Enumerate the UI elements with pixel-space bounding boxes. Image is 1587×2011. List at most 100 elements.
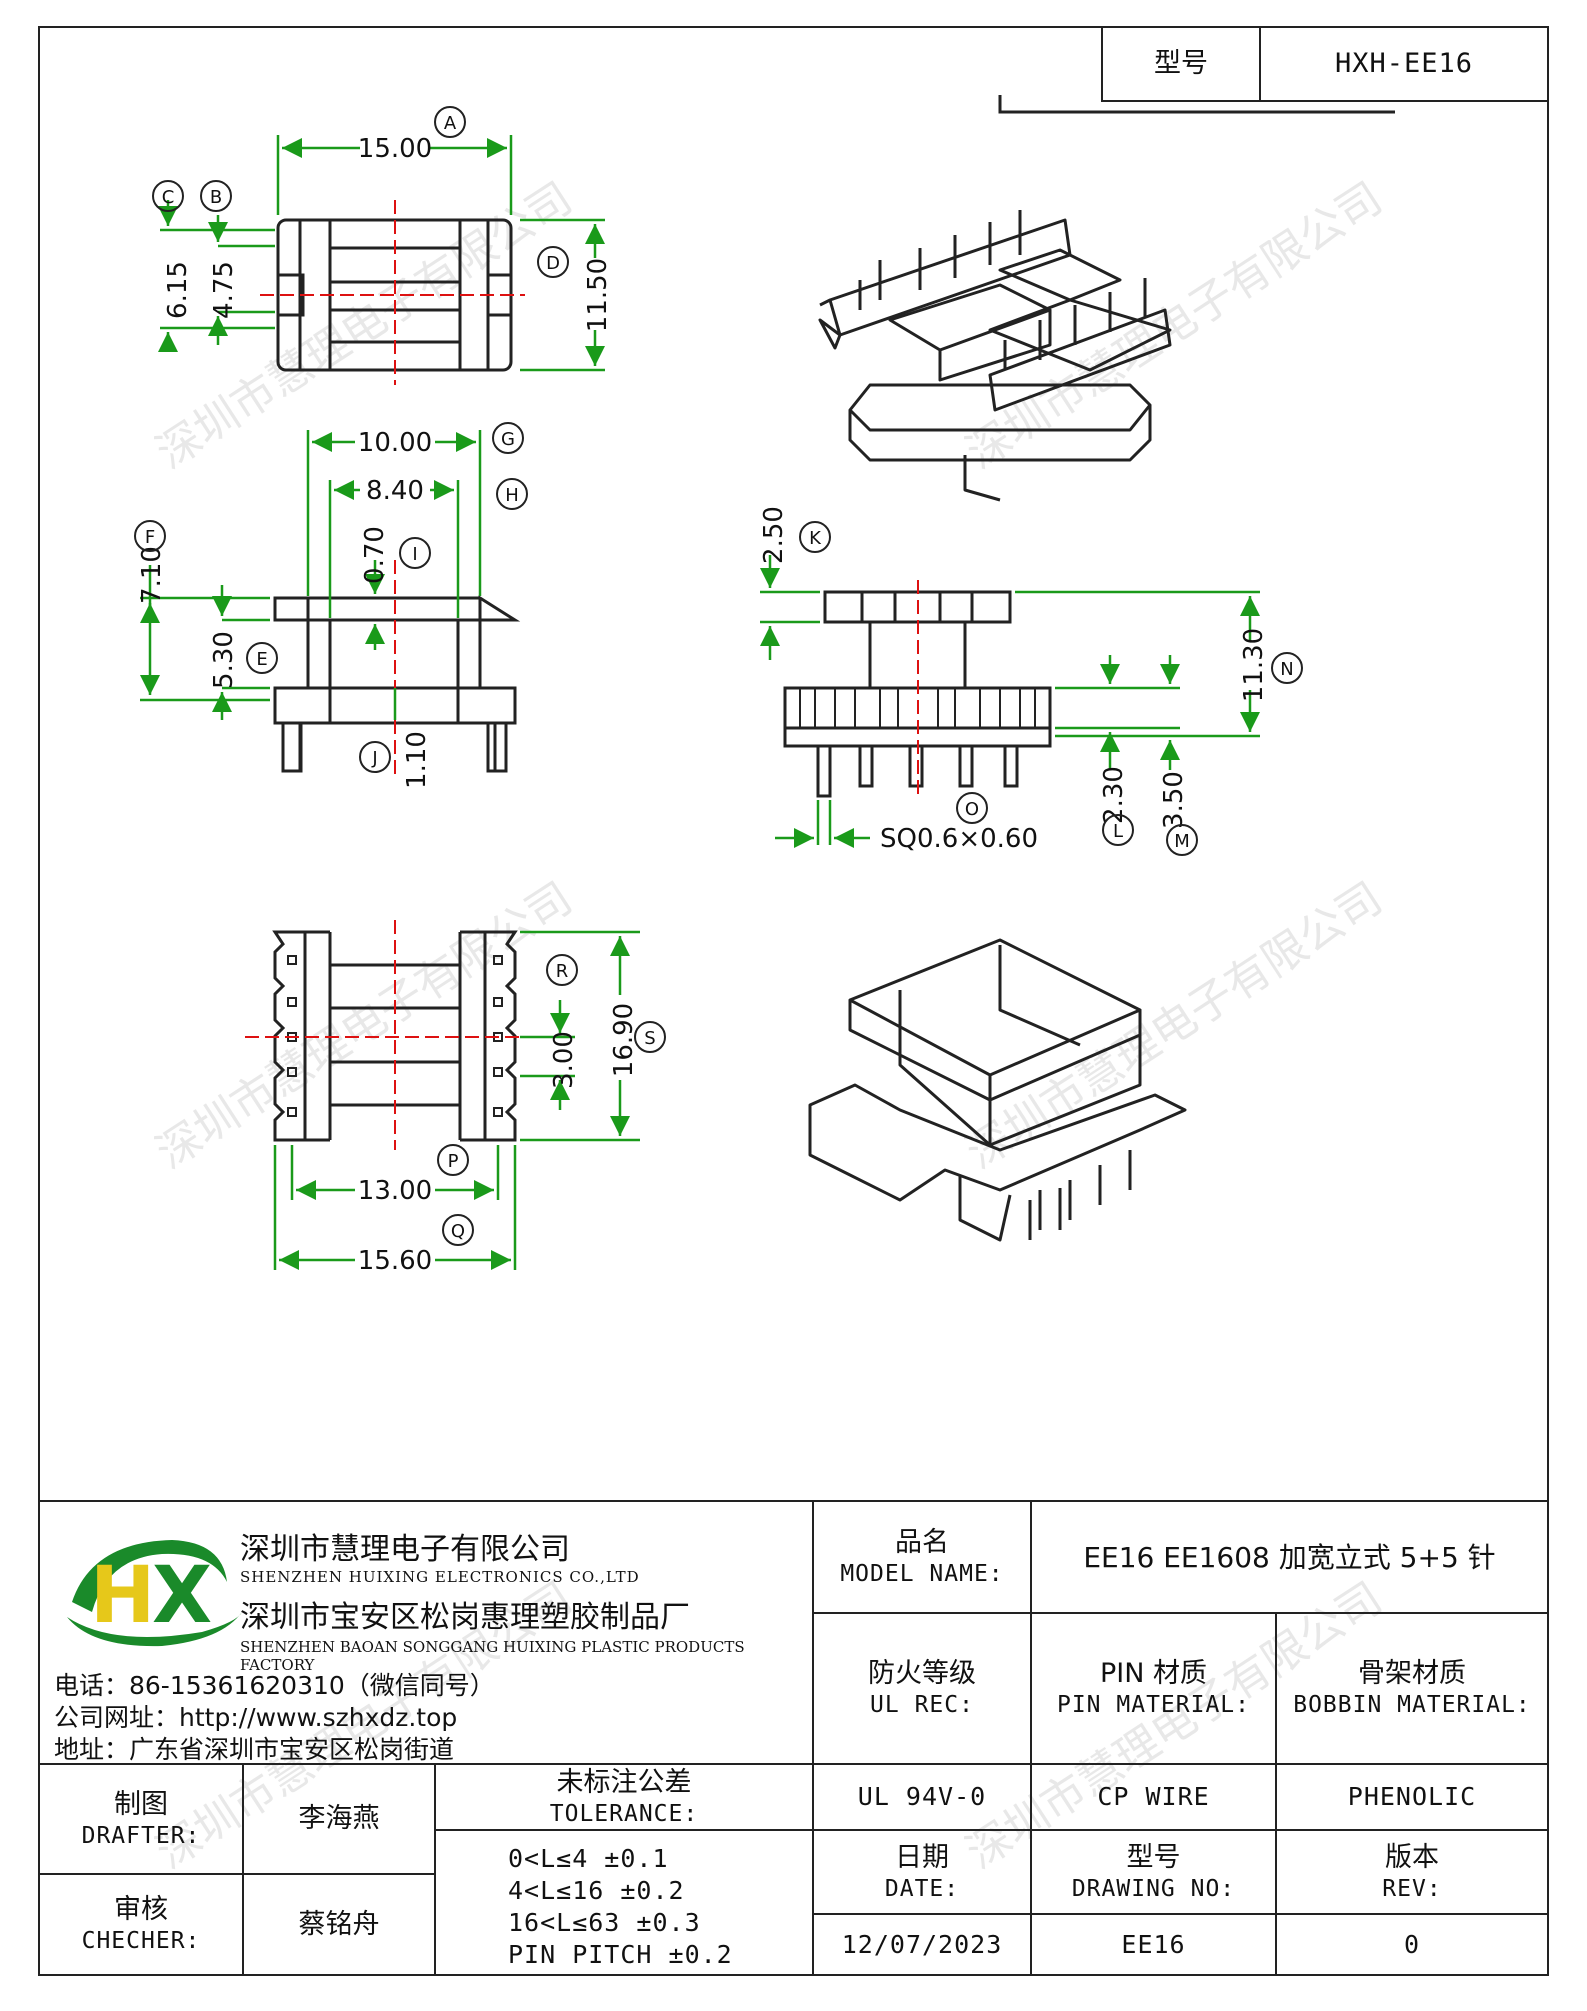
rev-label-cell: 版本 REV: — [1275, 1829, 1549, 1915]
drawing-no-value: EE16 — [1121, 1929, 1186, 1959]
bobbin-label-en: BOBBIN MATERIAL: — [1293, 1692, 1531, 1718]
tolerance-value: 0<L≤4 ±0.1 — [508, 1844, 669, 1873]
ref-i: I — [412, 544, 417, 565]
bobbin-label-cell: 骨架材质 BOBBIN MATERIAL: — [1275, 1612, 1549, 1765]
dim-l: 2.30 — [1099, 766, 1129, 824]
ref-d: D — [546, 253, 560, 274]
rev-label-en: REV: — [1382, 1875, 1442, 1902]
isometric-view-bottom — [808, 938, 1187, 1242]
date-value: 12/07/2023 — [841, 1929, 1003, 1959]
tolerance-value: 16<L≤63 ±0.3 — [508, 1908, 701, 1937]
pin-value-cell: CP WIRE — [1030, 1763, 1277, 1831]
company-address: 地址：广东省深圳市宝安区松岗街道 — [54, 1735, 455, 1764]
svg-text:X: X — [152, 1551, 212, 1641]
drafter-name: 李海燕 — [298, 1803, 380, 1835]
ref-q: Q — [451, 1221, 465, 1242]
dim-p: 13.00 — [358, 1176, 432, 1206]
tolerance-value: PIN PITCH ±0.2 — [508, 1940, 733, 1969]
ref-f: F — [145, 527, 155, 548]
company-name-cn: 深圳市慧理电子有限公司 — [240, 1532, 570, 1567]
pin-label-cn: PIN 材质 — [1099, 1658, 1208, 1690]
dim-h: 8.40 — [366, 476, 424, 506]
date-label-cell: 日期 DATE: — [812, 1829, 1032, 1915]
company-name-en: SHENZHEN HUIXING ELECTRONICS CO.,LTD — [240, 1568, 640, 1586]
company-logo-icon: H X — [67, 1540, 242, 1647]
dim-j: 1.10 — [402, 731, 432, 789]
dim-r: 3.00 — [549, 1031, 579, 1089]
company-website: 公司网址：http://www.szhxdz.top — [54, 1703, 458, 1732]
technical-drawing: 15.00 11.50 6.15 4.75 A C B D — [134, 95, 1395, 1276]
dim-d: 11.50 — [583, 258, 613, 332]
drafter-name-cell: 李海燕 — [242, 1763, 436, 1875]
ref-m: M — [1174, 831, 1190, 852]
model-name-value-cell: EE16 EE1608 加宽立式 5+5 针 — [1030, 1500, 1549, 1614]
drawing-no-label-cn: 型号 — [1126, 1841, 1181, 1873]
dim-k: 2.50 — [759, 506, 789, 564]
date-value-cell: 12/07/2023 — [812, 1913, 1032, 1976]
checker-label-en: CHECHER: — [81, 1928, 201, 1954]
dim-s: 16.90 — [609, 1003, 639, 1077]
factory-name-en: SHENZHEN BAOAN SONGGANG HUIXING PLASTIC … — [240, 1638, 745, 1674]
ref-c: C — [162, 187, 175, 208]
ref-e: E — [256, 649, 267, 670]
model-name-en: MODEL NAME: — [840, 1560, 1004, 1587]
ul-label-en: UL REC: — [870, 1692, 974, 1718]
dim-q: 15.60 — [358, 1246, 432, 1276]
tolerance-label-cell: 未标注公差 TOLERANCE: — [434, 1763, 814, 1831]
pin-label-en: PIN MATERIAL: — [1056, 1692, 1250, 1718]
date-label-en: DATE: — [884, 1875, 960, 1902]
drafter-label-cell: 制图 DRAFTER: — [38, 1763, 244, 1875]
tolerance-label-en: TOLERANCE: — [549, 1800, 699, 1827]
ul-label-cell: 防火等级 UL REC: — [812, 1612, 1032, 1765]
svg-text:H: H — [90, 1551, 155, 1641]
ref-j: J — [371, 748, 377, 769]
dim-g: 10.00 — [358, 428, 432, 458]
dim-c: 6.15 — [163, 261, 193, 319]
tolerance-label-cn: 未标注公差 — [556, 1766, 692, 1798]
ref-l: L — [1113, 821, 1123, 842]
isometric-view-top — [818, 210, 1172, 502]
pin-value: CP WIRE — [1097, 1782, 1210, 1812]
header-model-value-cell: HXH-EE16 — [1259, 26, 1549, 102]
drafter-label-en: DRAFTER: — [81, 1822, 201, 1849]
dim-e: 5.30 — [209, 631, 239, 689]
dim-a: 15.00 — [358, 134, 432, 164]
ul-label-cn: 防火等级 — [868, 1658, 976, 1690]
dim-m: 3.50 — [1159, 771, 1189, 829]
date-label-cn: 日期 — [895, 1841, 949, 1873]
ref-n: N — [1280, 659, 1293, 680]
checker-label-cn: 审核 — [114, 1894, 168, 1926]
drawing-no-label-en: DRAWING NO: — [1071, 1875, 1236, 1902]
ul-value: UL 94V-0 — [857, 1782, 987, 1812]
company-phone: 电话：86-15361620310（微信同号） — [54, 1671, 495, 1700]
tolerance-values-cell: 0<L≤4 ±0.1 4<L≤16 ±0.2 16<L≤63 ±0.3 PIN … — [434, 1829, 814, 1976]
drawing-no-value-cell: EE16 — [1030, 1913, 1277, 1976]
ref-b: B — [210, 187, 222, 208]
dim-o: SQ0.6×0.60 — [880, 824, 1038, 854]
ref-r: R — [556, 961, 569, 982]
bobbin-value: PHENOLIC — [1347, 1782, 1477, 1812]
checker-name-cell: 蔡铭舟 — [242, 1873, 436, 1976]
bobbin-label-cn: 骨架材质 — [1358, 1658, 1466, 1690]
ul-value-cell: UL 94V-0 — [812, 1763, 1032, 1831]
dim-i: 0.70 — [360, 526, 390, 584]
ref-g: G — [501, 429, 515, 450]
drafter-label-cn: 制图 — [114, 1788, 168, 1820]
dim-n: 11.30 — [1239, 628, 1269, 702]
drawing-no-label-cell: 型号 DRAWING NO: — [1030, 1829, 1277, 1915]
company-block: H X 深圳市慧理电子有限公司 SHENZHEN HUIXING ELECTRO… — [38, 1500, 814, 1765]
ref-p: P — [448, 1151, 459, 1172]
dim-f: 7.10 — [137, 546, 167, 604]
header-model-value: HXH-EE16 — [1334, 48, 1474, 80]
header-model-label: 型号 — [1154, 48, 1208, 80]
ref-s: S — [644, 1028, 655, 1049]
pin-label-cell: PIN 材质 PIN MATERIAL: — [1030, 1612, 1277, 1765]
ref-h: H — [505, 485, 519, 506]
ref-k: K — [809, 528, 822, 549]
rev-value-cell: 0 — [1275, 1913, 1549, 1976]
rev-label-cn: 版本 — [1385, 1841, 1439, 1873]
checker-label-cell: 审核 CHECHER: — [38, 1873, 244, 1976]
dim-b: 4.75 — [209, 261, 239, 319]
bobbin-value-cell: PHENOLIC — [1275, 1763, 1549, 1831]
rev-value: 0 — [1403, 1929, 1421, 1959]
